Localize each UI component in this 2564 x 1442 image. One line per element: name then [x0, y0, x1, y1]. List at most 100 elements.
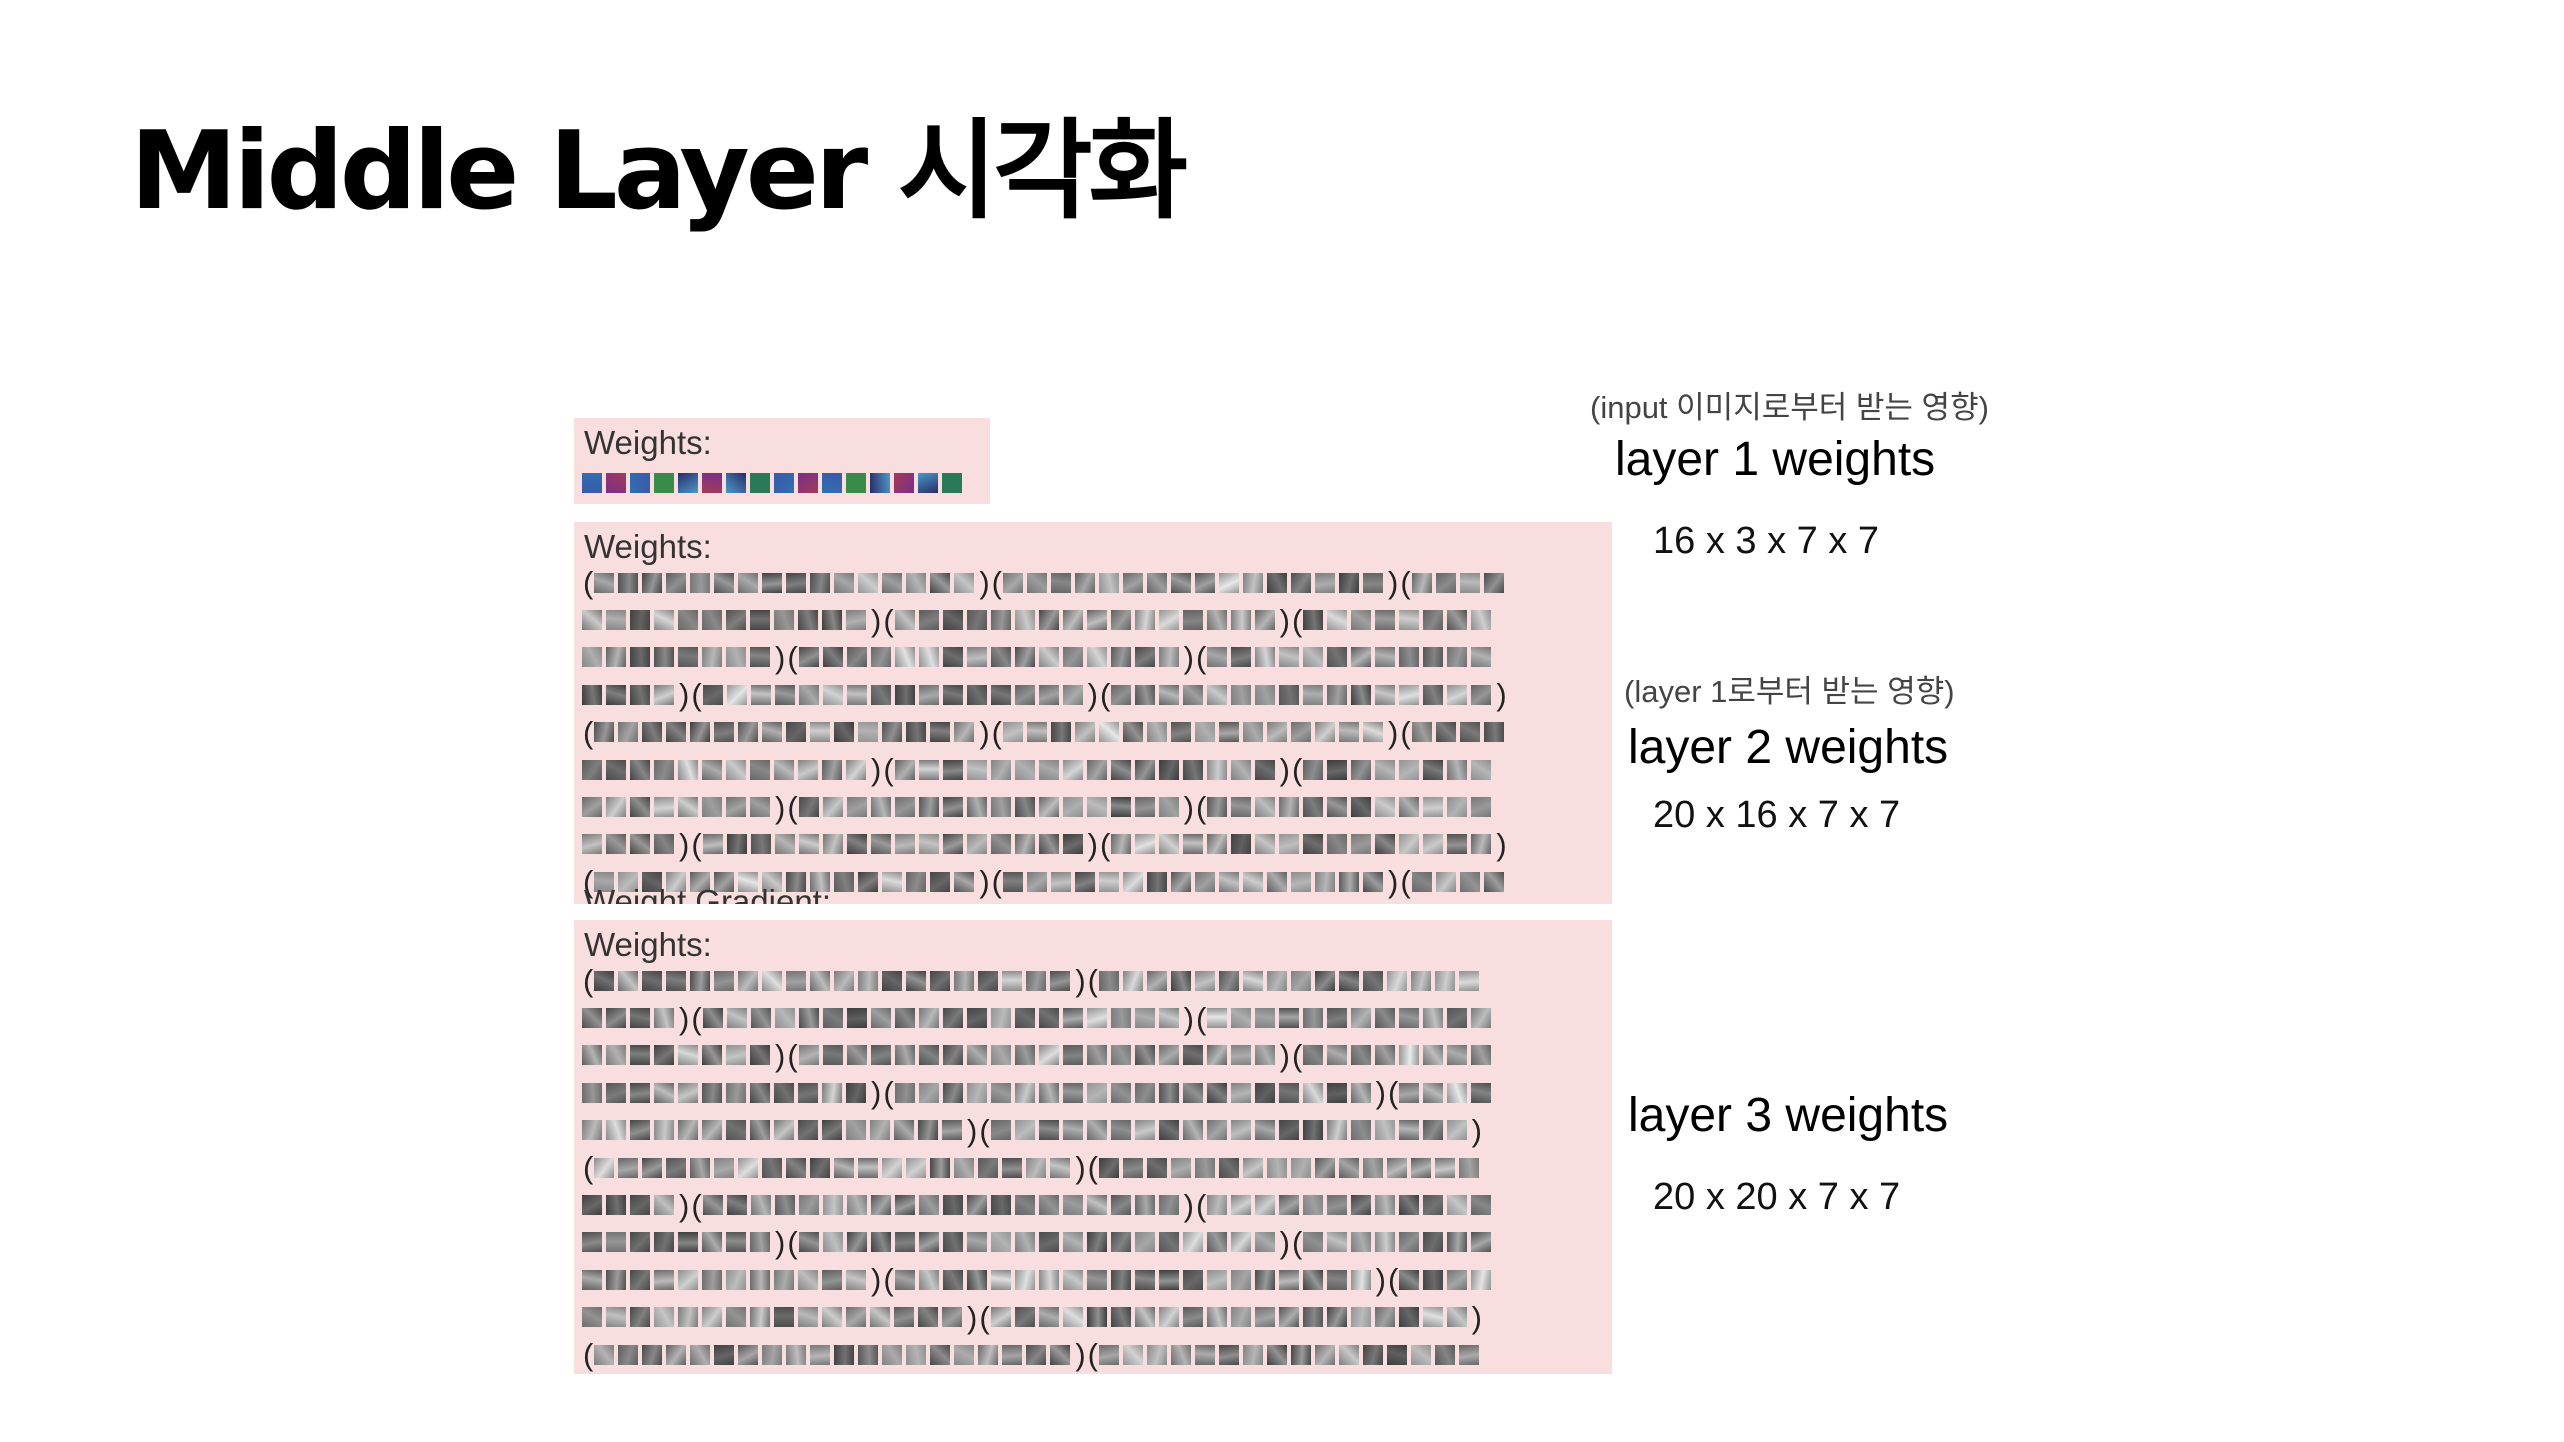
- filter-thumbnail: [1158, 610, 1179, 631]
- layer2-note: (layer 1로부터 받는 영향): [1624, 674, 1955, 709]
- group-bracket: (: [787, 789, 798, 825]
- filter-thumbnail: [1050, 572, 1071, 593]
- group-bracket: ): [1075, 963, 1086, 999]
- filter-thumbnail: [1050, 970, 1071, 991]
- filter-thumbnail: [966, 647, 987, 668]
- group-bracket: ): [1471, 1299, 1482, 1335]
- filter-thumbnail: [1230, 1120, 1251, 1141]
- group-bracket: ): [775, 1037, 786, 1073]
- filter-thumbnail: [1218, 871, 1239, 892]
- filter-thumbnail: [642, 722, 663, 743]
- filter-thumbnail: [1266, 722, 1287, 743]
- filter-thumbnail: [822, 684, 843, 705]
- filter-thumbnail: [1182, 1269, 1203, 1290]
- filter-thumbnail: [726, 1120, 746, 1141]
- filter-thumbnail: [918, 1082, 939, 1103]
- filter-thumbnail: [1278, 1120, 1299, 1141]
- filter-thumbnail: [1375, 610, 1396, 631]
- filter-thumbnail: [846, 1195, 867, 1216]
- filter-thumbnail: [582, 1120, 602, 1141]
- filter-thumbnail: [1014, 797, 1035, 818]
- filter-thumbnail: [1254, 610, 1275, 631]
- filter-thumbnail: [1423, 684, 1444, 705]
- filter-thumbnail: [834, 722, 855, 743]
- layer2-heading: layer 2 weights: [1628, 721, 1949, 774]
- group-bracket: ): [1279, 602, 1290, 638]
- filter-thumbnail: [990, 1008, 1011, 1029]
- filter-thumbnail: [798, 1120, 818, 1141]
- filter-thumbnail: [1122, 1157, 1143, 1178]
- filter-thumbnail: [1447, 1232, 1468, 1253]
- filter-thumbnail: [1327, 1008, 1348, 1029]
- filter-thumbnail: [1351, 647, 1372, 668]
- filter-thumbnail: [942, 759, 963, 780]
- filter-thumbnail: [1194, 722, 1215, 743]
- filter-thumbnail: [1254, 1269, 1275, 1290]
- filter-thumbnail: [918, 1008, 939, 1029]
- filter-thumbnail: [774, 1082, 794, 1103]
- filter-thumbnail: [774, 610, 794, 631]
- filter-thumbnail: [1062, 684, 1083, 705]
- filter-thumbnail: [642, 572, 663, 593]
- filter-thumbnail: [714, 572, 735, 593]
- filter-thumbnail: [750, 1082, 770, 1103]
- filter-thumbnail: [990, 1045, 1011, 1066]
- group-bracket: ): [1279, 1224, 1290, 1260]
- filter-thumbnail: [750, 610, 770, 631]
- filter-thumbnail: [1182, 610, 1203, 631]
- filter-thumbnail: [1242, 572, 1263, 593]
- filter-thumbnail: [726, 797, 746, 818]
- filter-thumbnail: [606, 797, 626, 818]
- filter-thumbnail: [1458, 1157, 1479, 1178]
- group-bracket: (: [991, 864, 1002, 900]
- filter-thumbnail: [1410, 1344, 1431, 1365]
- filter-thumbnail: [1170, 871, 1191, 892]
- filter-thumbnail: [1327, 684, 1348, 705]
- filter-thumbnail: [678, 1269, 698, 1290]
- filter-thumbnail: [1134, 1269, 1155, 1290]
- group-bracket: ): [1075, 1337, 1086, 1372]
- filter-thumbnail: [1158, 647, 1179, 668]
- filter-thumbnail: [630, 834, 650, 855]
- filter-thumbnail: [1038, 1008, 1059, 1029]
- filter-thumbnail: [606, 759, 626, 780]
- filter-thumbnail: [1459, 722, 1480, 743]
- filter-thumbnail: [1399, 1008, 1420, 1029]
- group-bracket: ): [1496, 677, 1507, 713]
- filter-thumbnail: [750, 684, 771, 705]
- filter-thumbnail: [1038, 1195, 1059, 1216]
- filter-thumbnail: [1002, 1344, 1023, 1365]
- filter-thumbnail: [582, 759, 602, 780]
- filter-thumbnail: [1254, 759, 1275, 780]
- filter-thumbnail: [1375, 1045, 1396, 1066]
- filter-thumbnail: [1207, 684, 1228, 705]
- filter-thumbnail: [690, 722, 711, 743]
- filter-thumbnail: [990, 1120, 1011, 1141]
- layer3-heading: layer 3 weights: [1628, 1089, 1949, 1142]
- filter-thumbnail: [798, 1195, 819, 1216]
- filter-thumbnail: [1374, 1307, 1395, 1328]
- filter-thumbnail: [594, 1344, 615, 1365]
- filter-thumbnail: [1014, 1120, 1035, 1141]
- filter-thumbnail: [1471, 1045, 1492, 1066]
- filter-thumbnail: [1290, 1157, 1311, 1178]
- filter-thumbnail: [1158, 797, 1179, 818]
- filter-thumbnail: [1471, 1269, 1492, 1290]
- filter-thumbnail: [1146, 970, 1167, 991]
- filter-thumbnail: [870, 1195, 891, 1216]
- filter-thumbnail: [1278, 1269, 1299, 1290]
- filter-thumbnail: [1207, 1195, 1228, 1216]
- filter-thumbnail: [1194, 1157, 1215, 1178]
- filter-thumbnail: [1362, 722, 1383, 743]
- filter-thumbnail: [1398, 1120, 1419, 1141]
- group-bracket: (: [1087, 1150, 1098, 1186]
- filter-thumbnail: [618, 1344, 639, 1365]
- filter-thumbnail: [762, 572, 783, 593]
- filter-thumbnail: [726, 473, 746, 493]
- filter-thumbnail: [738, 871, 759, 892]
- filter-thumbnail: [1447, 1269, 1468, 1290]
- filter-thumbnail: [786, 722, 807, 743]
- filter-thumbnail: [1086, 610, 1107, 631]
- group-bracket: (: [1291, 1037, 1303, 1073]
- filter-thumbnail: [846, 1307, 866, 1328]
